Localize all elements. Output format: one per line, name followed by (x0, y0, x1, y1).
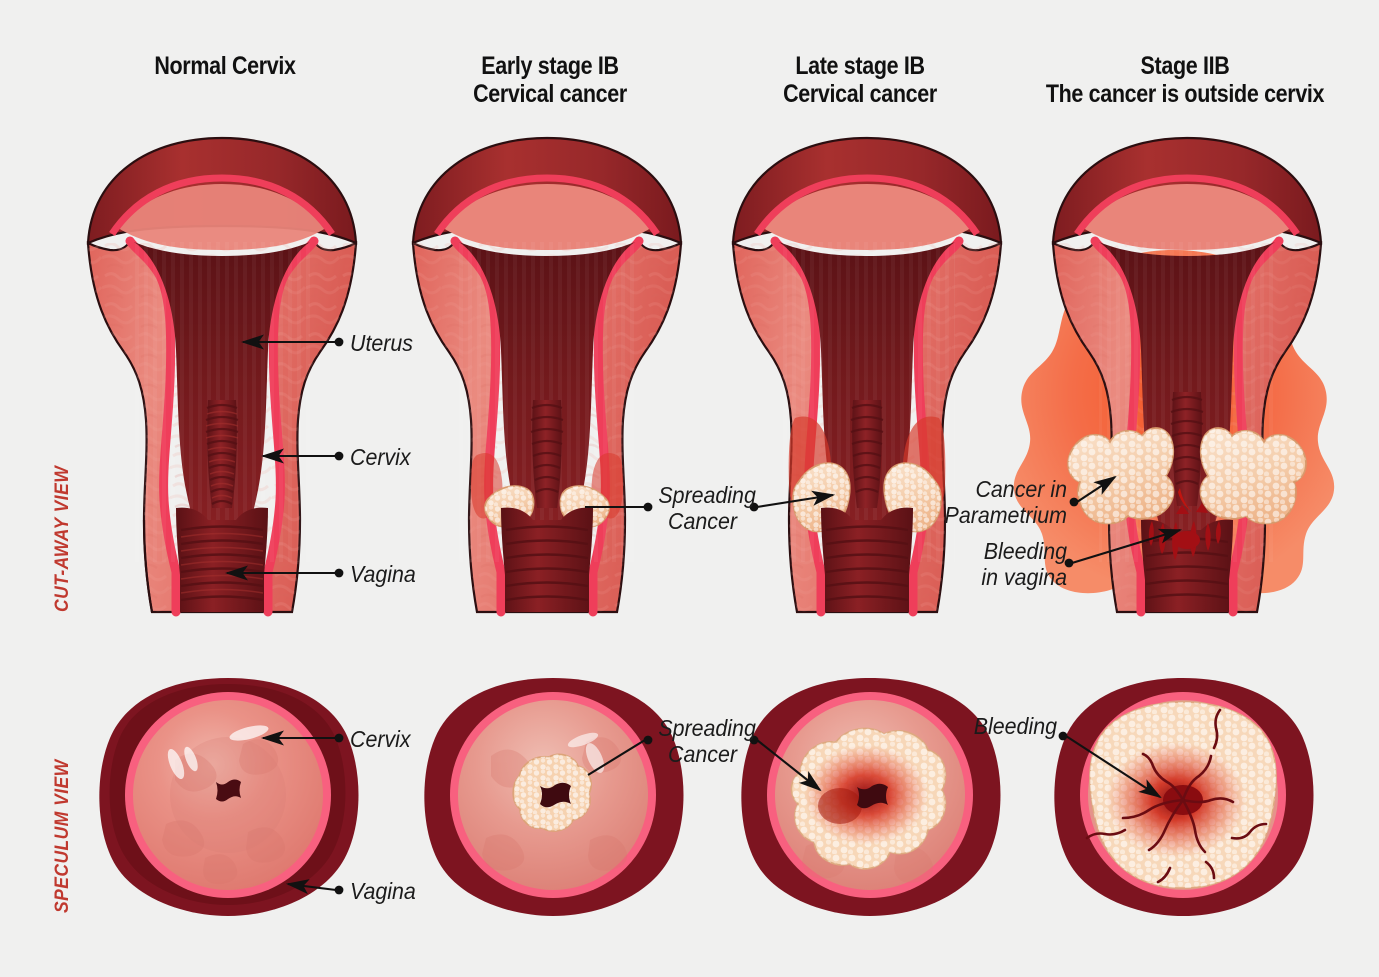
column-title-normal-cervix: Normal Cervix (154, 52, 296, 80)
cutaway-normal-cervix (86, 136, 358, 617)
tumor-speculum-iib (1085, 701, 1277, 889)
cutaway-early-stage-ib (411, 136, 683, 617)
speculum-stage-iib (1054, 678, 1314, 916)
column-title-stage-iib: Stage IIB The cancer is outside cervix (1045, 52, 1325, 108)
cutaway-late-stage-ib (731, 136, 1003, 617)
annotation-spreading-cancer-speculum: Spreading Cancer (658, 715, 756, 767)
annotation-bleeding-in-vagina: Bleeding in vagina (981, 538, 1067, 590)
annotation-speculum-cervix: Cervix (350, 726, 411, 752)
tumor-iib-left (1067, 427, 1175, 525)
annotation-speculum-vagina: Vagina (350, 878, 416, 904)
annotation-cancer-in-parametrium: Cancer in Parametrium (944, 476, 1067, 528)
speculum-late-stage-ib (741, 678, 1001, 916)
annotation-vagina: Vagina (350, 561, 416, 587)
annotation-cervix: Cervix (350, 444, 411, 470)
cutaway-stage-iib (1013, 136, 1335, 617)
annotation-uterus: Uterus (350, 330, 414, 356)
annotation-spreading-cancer-cutaway: Spreading Cancer (658, 482, 756, 534)
leader-lines (224, 334, 1183, 895)
speculum-normal-cervix (99, 678, 359, 916)
column-title-early-stage-ib: Early stage IB Cervical cancer (473, 52, 627, 108)
speculum-early-stage-ib (424, 678, 684, 916)
blood-vessels (1085, 708, 1268, 884)
tumor-iib-right (1199, 427, 1307, 525)
annotation-speculum-bleeding: Bleeding (973, 713, 1057, 739)
column-title-late-stage-ib: Late stage IB Cervical cancer (783, 52, 937, 108)
